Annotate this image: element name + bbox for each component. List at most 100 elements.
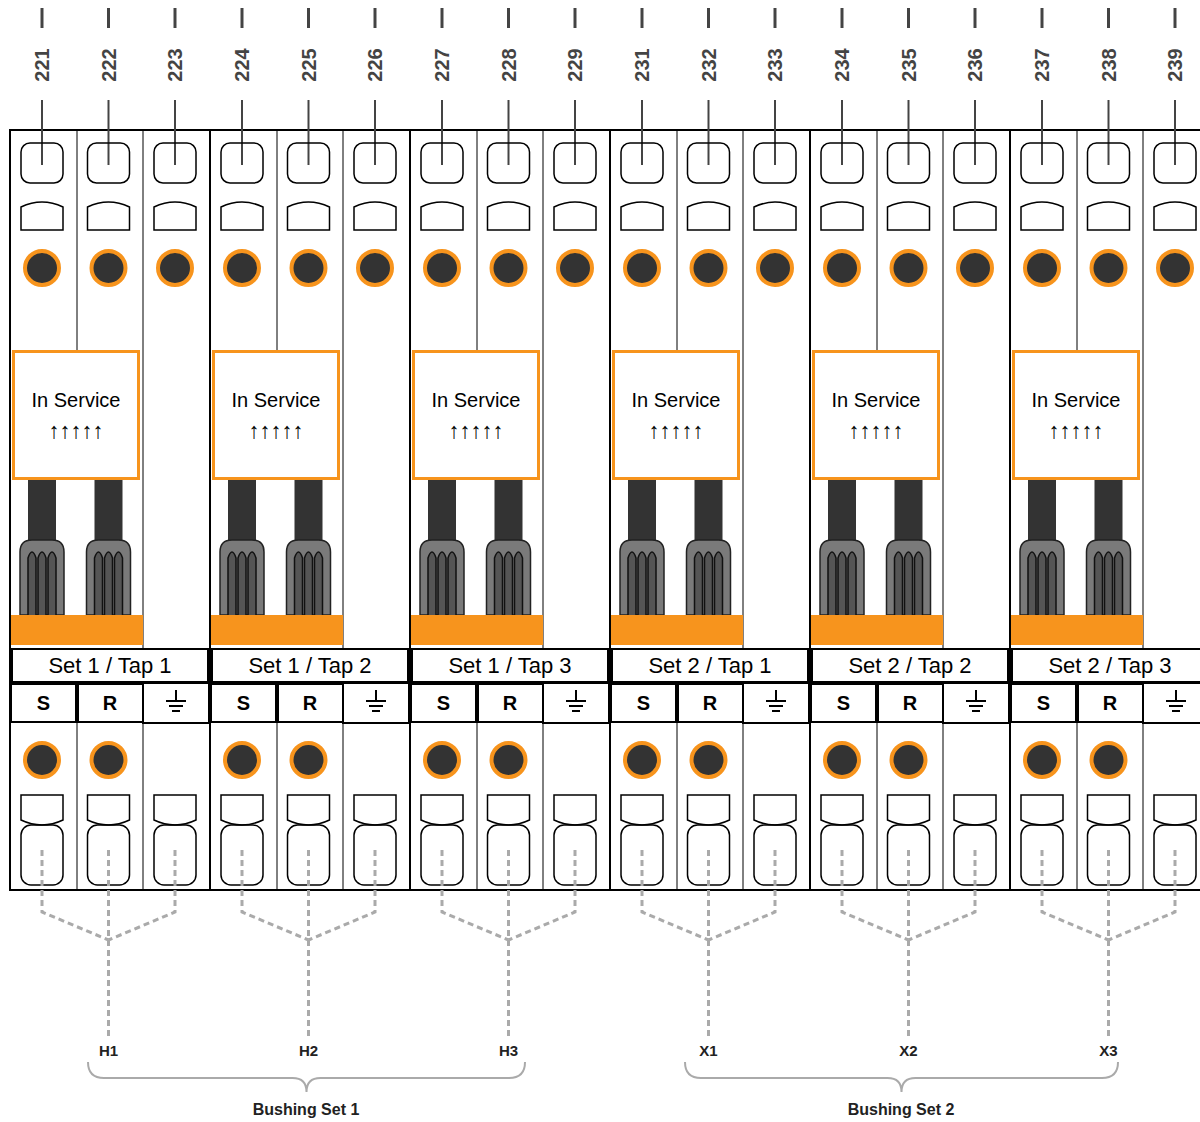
tap-text: Set 2 / Tap 3 — [1048, 653, 1171, 679]
grip-ridge — [628, 552, 636, 615]
clamp-base — [1154, 795, 1196, 825]
column-divider — [343, 130, 344, 890]
grip-ridge — [448, 552, 456, 615]
grip-ridge — [38, 552, 46, 615]
terminal-number: 232 — [697, 48, 720, 81]
test-socket — [25, 251, 59, 285]
bushing-name: H1 — [96, 1042, 121, 1059]
ground-symbol — [566, 700, 586, 702]
lead-wire — [574, 100, 576, 165]
bushing-wire — [42, 850, 109, 940]
test-socket — [825, 743, 859, 777]
plug-grip — [1020, 540, 1064, 615]
ground-symbol — [966, 700, 986, 702]
arrow-marks: ↑↑↑↑↑ — [449, 419, 504, 443]
bushing-name: H3 — [496, 1042, 521, 1059]
lead-tick — [41, 8, 44, 28]
grip-ridge — [1038, 552, 1046, 615]
plug-bar — [11, 615, 143, 645]
grip-ridge — [705, 552, 713, 615]
bushing-wire — [242, 850, 309, 940]
column-divider — [77, 723, 78, 890]
test-socket — [292, 251, 326, 285]
group-divider — [209, 130, 211, 890]
clamp-base — [354, 795, 396, 825]
lead-wire — [508, 100, 510, 165]
plug-grip — [487, 540, 531, 615]
pin-text: R — [903, 692, 917, 715]
clamp-base — [421, 202, 463, 230]
test-socket — [625, 251, 659, 285]
terminal-number: 225 — [297, 48, 320, 81]
lead-wire — [174, 100, 176, 165]
terminal-number: 227 — [431, 48, 454, 81]
grip-ridge — [1028, 552, 1036, 615]
lead-tick — [574, 8, 577, 28]
lead-wire — [841, 100, 843, 165]
terminal-number: 236 — [964, 48, 987, 81]
clamp-base — [354, 202, 396, 230]
clamp-base — [1154, 202, 1196, 230]
pin-text: S — [237, 692, 250, 715]
arrow-marks: ↑↑↑↑↑ — [49, 419, 104, 443]
grip-ridge — [505, 552, 513, 615]
lead-tick — [1041, 8, 1044, 28]
clamp-base — [554, 202, 596, 230]
terminal-number: 235 — [897, 48, 920, 81]
grip-ridge — [828, 552, 836, 615]
clamp-base — [221, 202, 263, 230]
clamp-base — [821, 202, 863, 230]
arrow-marks: ↑↑↑↑↑ — [1049, 419, 1104, 443]
ground-cell — [343, 683, 409, 723]
pin-text: S — [37, 692, 50, 715]
grip-ridge — [715, 552, 723, 615]
clamp-base — [21, 202, 63, 230]
clamp-base — [621, 202, 663, 230]
lead-tick — [241, 8, 244, 28]
plug-grip — [220, 540, 264, 615]
column-divider — [477, 723, 478, 890]
lead-wire — [241, 100, 243, 165]
lead-wire — [641, 100, 643, 165]
ground-symbol — [769, 705, 783, 707]
clamp-base — [821, 795, 863, 825]
column-divider — [277, 130, 278, 350]
column-divider — [677, 130, 678, 350]
pin-label: R — [877, 683, 944, 723]
clamp-base — [754, 795, 796, 825]
bushing-set-name: Bushing Set 1 — [253, 1101, 360, 1119]
ground-symbol — [372, 710, 380, 712]
clamp-base — [288, 795, 330, 825]
tap-label: Set 2 / Tap 3 — [1011, 648, 1200, 683]
clamp-base — [888, 202, 930, 230]
screw-clamp — [621, 143, 663, 183]
tap-text: Set 1 / Tap 3 — [448, 653, 571, 679]
test-socket — [25, 743, 59, 777]
grip-ridge — [28, 552, 36, 615]
grip-ridge — [48, 552, 56, 615]
grip-ridge — [228, 552, 236, 615]
plug-bar — [1011, 615, 1143, 645]
pin-text: S — [837, 692, 850, 715]
test-socket — [1025, 251, 1059, 285]
plug-bar — [211, 615, 343, 645]
test-socket — [1158, 251, 1192, 285]
column-divider — [743, 130, 744, 890]
clamp-base — [1021, 795, 1063, 825]
grip-ridge — [838, 552, 846, 615]
clamp-base — [754, 202, 796, 230]
clamp-base — [221, 795, 263, 825]
terminal-number: 224 — [231, 48, 254, 81]
pin-label: R — [677, 683, 744, 723]
grip-ridge — [848, 552, 856, 615]
lead-wire — [308, 100, 310, 165]
test-socket — [225, 251, 259, 285]
ground-symbol — [166, 700, 186, 702]
ground-symbol — [169, 705, 183, 707]
tap-text: Set 2 / Tap 1 — [648, 653, 771, 679]
column-divider — [1143, 130, 1144, 890]
screw-clamp — [1088, 143, 1130, 183]
status-box: In Service↑↑↑↑↑ — [812, 350, 940, 480]
lead-tick — [507, 8, 510, 28]
column-divider — [877, 130, 878, 350]
